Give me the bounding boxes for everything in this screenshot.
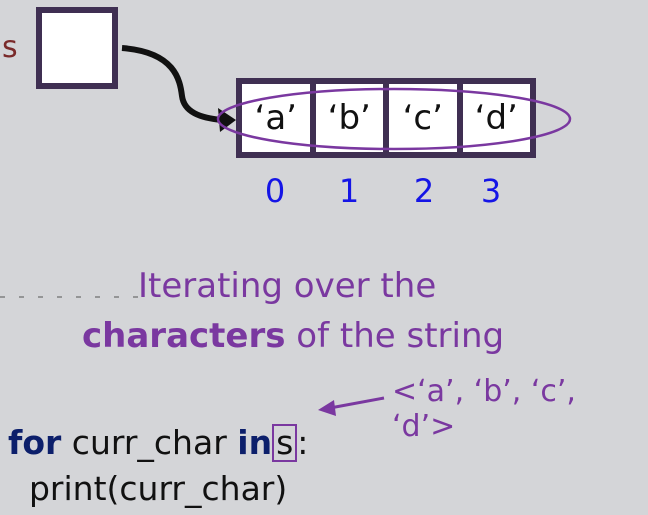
caption-line-2: characters of the string — [82, 312, 504, 360]
array-cell-2: ‘c’ — [389, 84, 457, 152]
sequence-arrow — [329, 396, 385, 410]
keyword-in: in — [237, 423, 273, 462]
index-2: 2 — [413, 172, 435, 210]
code-colon: : — [297, 423, 309, 462]
caption-bold: characters — [82, 316, 286, 356]
index-1: 1 — [338, 172, 360, 210]
caption-rest: of the string — [285, 316, 505, 356]
index-0: 0 — [264, 172, 286, 210]
char-array: ‘a’ ‘b’ ‘c’ ‘d’ — [236, 78, 536, 158]
loop-variable: curr_char — [61, 423, 238, 462]
sequence-arrowhead — [318, 400, 336, 416]
index-3: 3 — [480, 172, 502, 210]
variable-name: s — [2, 30, 18, 65]
reference-arrow — [121, 45, 223, 123]
variable-box — [36, 7, 118, 89]
keyword-for: for — [8, 423, 62, 462]
array-cell-1: ‘b’ — [315, 84, 383, 152]
characters-ellipse — [216, 87, 572, 151]
loop-body: print(curr_char) — [8, 469, 288, 508]
sequence-annotation: <‘a’, ‘b’, ‘c’, ‘d’> — [392, 374, 576, 444]
iterable-highlight: s — [272, 424, 298, 462]
caption-line-1: Iterating over the — [138, 266, 437, 306]
